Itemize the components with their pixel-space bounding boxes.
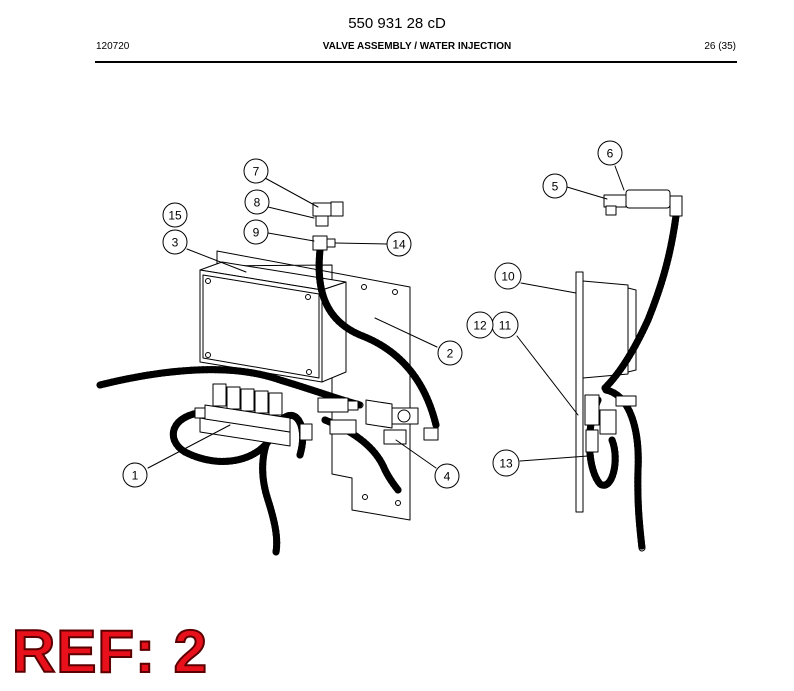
callout-4: 4 <box>434 463 460 489</box>
callout-label: 11 <box>499 319 512 333</box>
callout-2: 2 <box>437 340 463 366</box>
callout-label: 10 <box>501 270 515 284</box>
leader-line <box>516 335 579 416</box>
page-number: 26 (35) <box>704 41 736 52</box>
solenoid-valve <box>212 383 227 407</box>
callout-label: 8 <box>254 196 261 210</box>
plate-hole <box>361 284 367 290</box>
page-title: VALVE ASSEMBLY / WATER INJECTION <box>322 41 512 52</box>
elbow-fitting <box>603 194 627 208</box>
callout-3: 3 <box>162 229 188 255</box>
callout-5: 5 <box>542 173 568 199</box>
spiral-hose <box>586 396 619 489</box>
elbow-fitting <box>312 202 332 217</box>
leader-line <box>186 248 247 273</box>
callout-label: 14 <box>392 238 406 252</box>
solenoid-valve <box>268 392 283 416</box>
callout-label: 4 <box>444 470 451 484</box>
leader-line <box>566 186 608 200</box>
callout-8: 8 <box>244 189 270 215</box>
solenoid-valve <box>584 394 600 426</box>
callout-12: 12 <box>466 311 494 339</box>
leader-line <box>147 424 231 469</box>
callout-label: 7 <box>253 165 260 179</box>
callout-10: 10 <box>494 262 522 290</box>
box-screw <box>205 278 211 284</box>
callout-15: 15 <box>162 202 188 228</box>
spiral-hose <box>601 212 680 392</box>
plate-edge <box>575 271 584 513</box>
reference-stamp: REF: 2 <box>11 618 209 685</box>
callout-label: 9 <box>253 226 260 240</box>
callout-label: 2 <box>447 347 454 361</box>
callout-11: 11 <box>491 311 519 339</box>
callout-6: 6 <box>597 140 623 166</box>
box-screw <box>305 294 311 300</box>
solenoid-valve <box>226 386 241 410</box>
plug <box>326 238 336 248</box>
electrical-box-side <box>582 280 629 379</box>
leader-line <box>614 165 625 191</box>
filter <box>625 189 671 209</box>
leader-line <box>519 455 589 462</box>
tee-fitting <box>312 235 328 251</box>
callout-1: 1 <box>122 462 148 488</box>
bracket <box>365 399 393 429</box>
header-code: 120720 <box>96 41 130 52</box>
fitting <box>329 419 357 435</box>
fitting <box>317 397 349 413</box>
leader-line <box>267 232 315 242</box>
callout-9: 9 <box>243 219 269 245</box>
callout-7: 7 <box>243 158 269 184</box>
plate-hole <box>392 289 398 295</box>
fitting <box>383 429 407 445</box>
callout-label: 6 <box>607 147 614 161</box>
callout-label: 12 <box>473 319 487 333</box>
leader-line <box>520 282 577 294</box>
callout-label: 15 <box>168 209 182 223</box>
solenoid-valve <box>240 388 255 412</box>
right-view <box>516 165 683 552</box>
regulator-valve <box>391 407 419 425</box>
callout-label: 1 <box>132 469 139 483</box>
callout-13: 13 <box>492 449 520 477</box>
callout-label: 13 <box>499 457 513 471</box>
leader-line <box>374 317 438 348</box>
leader-line <box>264 177 319 208</box>
mounting-plate <box>216 250 411 521</box>
leader-line <box>334 242 388 245</box>
callout-14: 14 <box>386 231 412 257</box>
document-number: 550 931 28 cD <box>348 15 446 32</box>
plate-hole <box>395 500 401 506</box>
plate-hole <box>362 494 368 500</box>
left-view <box>96 177 440 556</box>
header-divider <box>95 61 737 63</box>
electrical-box <box>199 269 323 383</box>
leader-line <box>395 439 437 469</box>
solenoid-valve <box>254 390 269 414</box>
box-screw <box>205 352 211 358</box>
nipple <box>315 215 329 227</box>
callout-label: 5 <box>552 180 559 194</box>
callout-label: 3 <box>172 236 179 250</box>
box-screw <box>306 369 312 375</box>
leader-line <box>267 206 315 219</box>
